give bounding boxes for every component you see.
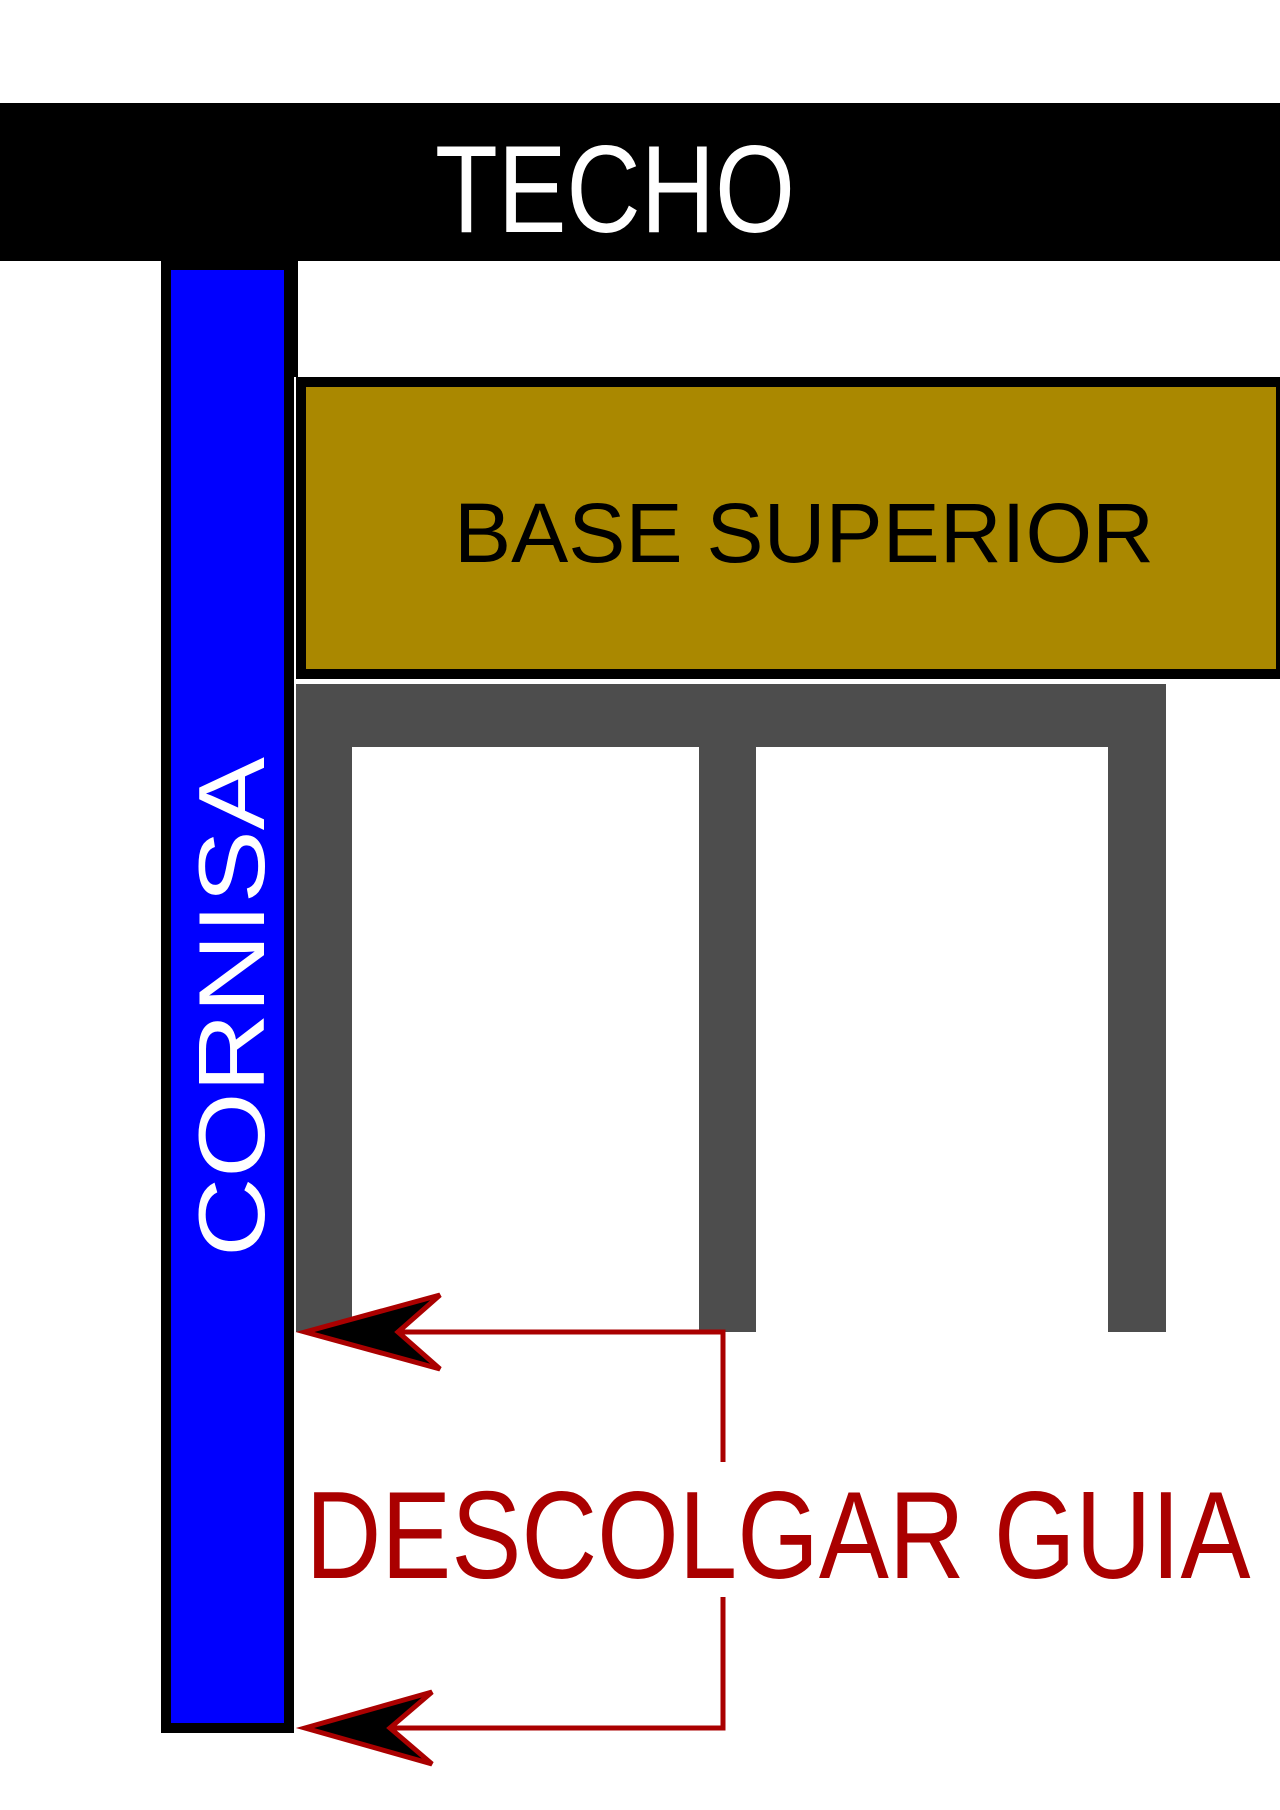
wall-edge-line <box>289 261 298 377</box>
cornice-label: CORNISA <box>179 757 284 1257</box>
instruction-label: DESCOLGAR GUIA <box>306 1467 1251 1605</box>
frame-structure <box>296 684 1166 1332</box>
top-arrow-head-icon <box>295 1292 442 1372</box>
ceiling-band <box>0 103 1280 261</box>
frame-leg-middle <box>699 747 756 1332</box>
frame-leg-right <box>1108 747 1166 1332</box>
top-base-box <box>296 377 1280 679</box>
bottom-arrow-head-icon <box>295 1689 434 1767</box>
frame-leg-left <box>296 684 352 1332</box>
bracket-bottom-line <box>388 1597 726 1731</box>
cornice-bar <box>161 260 294 1733</box>
bracket-top-line <box>395 1329 726 1462</box>
frame-top-beam <box>296 684 1166 747</box>
guide-drop-annotation: DESCOLGAR GUIA <box>295 1292 1251 1767</box>
ceiling-label: TECHO <box>435 121 795 259</box>
top-base-label: BASE SUPERIOR <box>454 486 1154 580</box>
